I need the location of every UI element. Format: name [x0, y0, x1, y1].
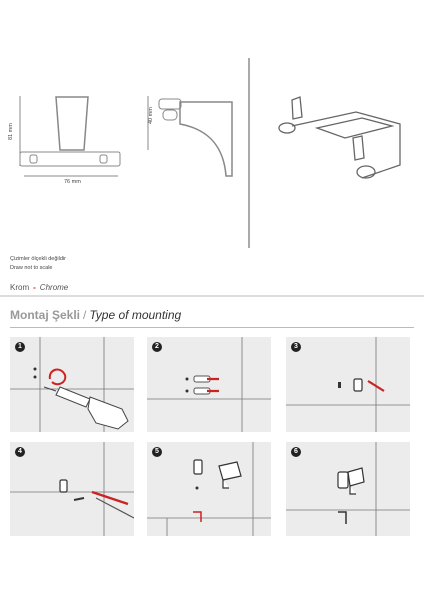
- step-number: 2: [152, 342, 162, 352]
- scale-note-tr: Çizimler ölçekli değildir: [10, 256, 66, 262]
- mounting-divider: [10, 327, 414, 328]
- wall-plug-icon: [193, 375, 211, 395]
- front-view: [19, 96, 121, 177]
- step-screw-illustration: [286, 337, 410, 432]
- mounting-title: Montaj Şekli/Type of mounting: [10, 308, 181, 322]
- hook-icon: [218, 461, 242, 489]
- mounting-step-2: 2: [147, 337, 271, 432]
- finish-dash: -: [33, 283, 36, 292]
- mounting-step-3: 3: [286, 337, 410, 432]
- side-view: [147, 96, 233, 177]
- allen-key-icon: [193, 511, 202, 522]
- finish-tr: Krom: [10, 283, 30, 292]
- installed-hook-icon: [337, 467, 365, 495]
- technical-drawing: [0, 58, 424, 297]
- dimension-width: 76 mm: [64, 179, 81, 185]
- step-number: 4: [15, 447, 25, 457]
- scale-note-en: Draw not to scale: [10, 265, 53, 271]
- mounting-step-1: 1: [10, 337, 134, 432]
- mounting-title-en: Type of mounting: [89, 308, 182, 322]
- finish-label: Krom-Chrome: [10, 283, 68, 292]
- step-plugs-illustration: [147, 337, 271, 432]
- mounting-title-separator: /: [83, 308, 87, 322]
- screwdriver-icon: [95, 497, 134, 519]
- mounting-plate-icon: [353, 378, 363, 392]
- isometric-view: [278, 96, 401, 179]
- mounting-step-6: 6: [286, 442, 410, 536]
- finish-en: Chrome: [39, 283, 69, 292]
- step-number: 5: [152, 447, 162, 457]
- screw-arrow-icon: [367, 380, 385, 392]
- step-number: 6: [291, 447, 301, 457]
- dimension-height-front: 81 mm: [8, 123, 14, 140]
- mounting-step-4: 4: [10, 442, 134, 536]
- mounting-title-tr: Montaj Şekli: [10, 308, 81, 322]
- step-number: 3: [291, 342, 301, 352]
- insert-arrow-icon: [207, 377, 219, 393]
- step-number: 1: [15, 342, 25, 352]
- step-drill-illustration: [10, 337, 134, 432]
- allen-key-icon: [338, 511, 347, 524]
- drill-arrow-icon: [48, 368, 67, 386]
- mounting-step-5: 5: [147, 442, 271, 536]
- step-final-illustration: [286, 442, 410, 536]
- dimension-height-side: 40 mm: [148, 107, 154, 124]
- drill-icon: [43, 386, 129, 430]
- step-hook-attach-illustration: [147, 442, 271, 536]
- step-tighten-illustration: [10, 442, 134, 536]
